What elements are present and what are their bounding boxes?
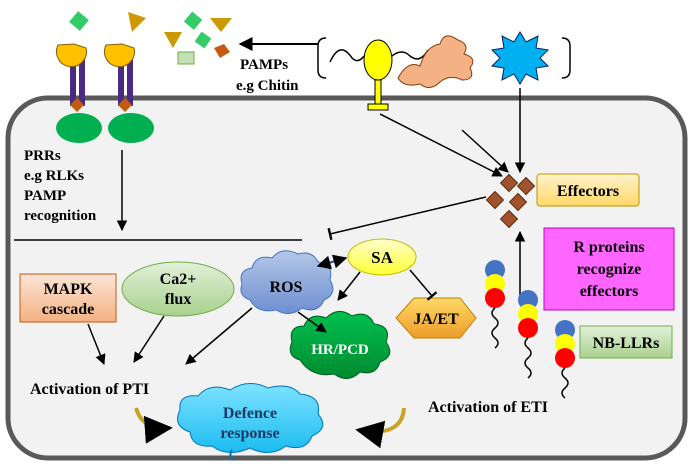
- rlks-label: e.g RLKs: [24, 168, 84, 184]
- ca-label: Ca2+: [160, 271, 197, 288]
- recognition-label: recognition: [24, 208, 97, 224]
- arrow-ros-to-hr: [297, 311, 327, 333]
- r-proteins-box: [543, 227, 675, 311]
- mapk-label: MAPK: [44, 281, 93, 298]
- arrow-hyphae-to-effectors: [379, 113, 503, 177]
- effector-molecule-icon: [485, 173, 536, 229]
- prrs-label: PRRs: [24, 148, 61, 164]
- pamps-label: PAMPs: [240, 57, 288, 73]
- ca-flux-node: [121, 261, 235, 317]
- arrow-sa-to-hr: [337, 271, 361, 301]
- fungal-spore-icon: [397, 35, 474, 88]
- sa-node: [347, 238, 417, 276]
- pathogen-bracket-right: [561, 37, 571, 79]
- nlr-receptor-icon: [555, 320, 575, 399]
- bacterium-icon: [490, 31, 550, 85]
- ros-label: ROS: [270, 279, 303, 296]
- pamp-molecule-icon: [69, 11, 89, 31]
- defence-response-cloud: [177, 383, 324, 453]
- pamp-molecule-icon: [128, 12, 146, 32]
- arrow-mapk-to-pti: [87, 323, 106, 365]
- yellow-hyphae-icon: [329, 39, 429, 111]
- curve-arrow-pti-to-defence: [134, 407, 173, 444]
- curve-arrow-eti-to-defence: [355, 407, 406, 449]
- arrow-ros-to-pti: [185, 307, 253, 365]
- effectors-box: [536, 173, 640, 207]
- prr-receptor-left: [55, 43, 102, 143]
- nb-llrs-label: NB-LLRs: [593, 335, 660, 352]
- plant-cell: [5, 95, 688, 461]
- prr-receptor-right: [103, 43, 154, 143]
- hr-pcd-cloud: [289, 311, 391, 379]
- defence-cloud-tail: [229, 449, 235, 461]
- cascade-label: cascade: [42, 301, 94, 318]
- effectors-label: Effectors: [557, 183, 619, 200]
- ja-et-node: [395, 297, 477, 339]
- defence-label: Defence: [223, 405, 277, 422]
- nb-llrs-box: [579, 325, 673, 359]
- pamp-label: PAMP: [24, 188, 66, 204]
- inhibit-sa-to-jaet: [409, 269, 438, 301]
- ros-sa-exchange-arrow: [316, 254, 348, 270]
- arrow-spore-to-effectors: [461, 129, 509, 173]
- pamp-molecules: [164, 11, 232, 65]
- r-effectors-label: effectors: [580, 283, 639, 300]
- hr-pcd-label: HR/PCD: [311, 342, 369, 358]
- inhibit-effectors-to-pti: [327, 196, 487, 241]
- pathogen-bracket-left: [317, 37, 327, 79]
- pti-label: Activation of PTI: [30, 381, 149, 398]
- nlr-receptor-icon: [485, 260, 505, 349]
- response-label: response: [220, 425, 279, 442]
- chitin-label: e.g Chitin: [236, 78, 299, 94]
- nlr-receptor-icon: [518, 290, 538, 379]
- ja-et-label: JA/ET: [413, 311, 459, 328]
- mapk-box: [19, 273, 117, 323]
- arrow-ca-to-pti: [133, 315, 165, 363]
- recognize-label: recognize: [577, 261, 642, 278]
- eti-label: Activation of ETI: [428, 399, 548, 416]
- sa-label: SA: [371, 248, 393, 267]
- flux-label: flux: [165, 291, 192, 308]
- r-proteins-label: R proteins: [573, 239, 644, 256]
